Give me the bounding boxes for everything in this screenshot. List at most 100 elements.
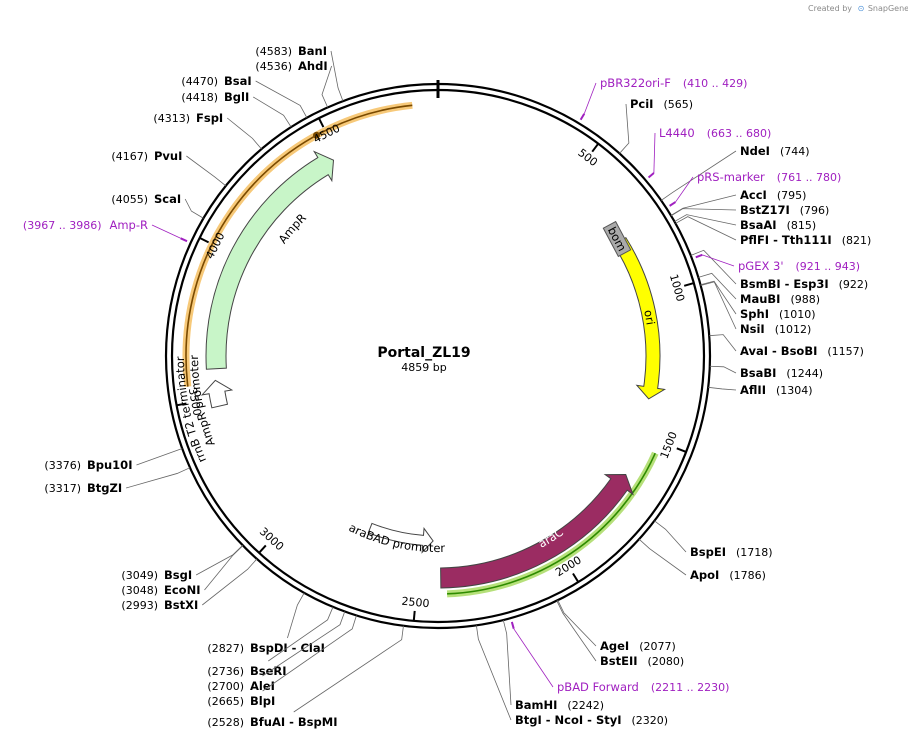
enzyme-name: BseRI <box>250 664 287 678</box>
feature-ampr-promoter[interactable] <box>200 379 234 409</box>
enzyme-position: (1010) <box>779 308 816 321</box>
restriction-site-pflfi-tth111i[interactable]: PflFI - Tth111I(821) <box>675 216 871 247</box>
enzyme-leader-line <box>126 467 191 489</box>
primer-name: pGEX 3' <box>738 259 784 273</box>
enzyme-name: BglI <box>224 90 249 104</box>
restriction-site-btgzi[interactable]: BtgZI(3317) <box>44 467 191 495</box>
restriction-site-bsai[interactable]: BsaI(4470) <box>181 74 308 118</box>
primer-range: (921 .. 943) <box>796 260 861 273</box>
primer-prs-marker[interactable]: pRS-marker(761 .. 780) <box>669 170 842 207</box>
restriction-site-bfuai-bspmi[interactable]: BfuAI - BspMI (2528) <box>207 625 404 729</box>
enzyme-position: (3376) <box>44 459 81 472</box>
enzyme-name: FspI <box>196 111 223 125</box>
restriction-site-avai-bsobi[interactable]: AvaI - BsoBI(1157) <box>709 334 864 358</box>
enzyme-position: (4418) <box>181 91 218 104</box>
enzyme-name: BsaI <box>224 74 252 88</box>
restriction-site-econi[interactable]: EcoNI(3048) <box>121 545 244 597</box>
restriction-site-blpi[interactable]: BlpI(2665) <box>207 615 357 708</box>
enzyme-leader-line <box>136 448 183 466</box>
enzyme-leader-line <box>557 600 597 647</box>
enzyme-position: (4055) <box>111 193 148 206</box>
restriction-site-bstz17i[interactable]: BstZ17I(796) <box>670 203 830 217</box>
restriction-site-bsaai[interactable]: BsaAI(815) <box>674 214 816 232</box>
primer-leader-line <box>675 176 694 203</box>
enzyme-name: BanI <box>298 44 327 58</box>
restriction-site-bspdi-clai[interactable]: BspDI - ClaI(2827) <box>207 592 325 655</box>
restriction-site-alei[interactable]: AleI(2700) <box>207 611 346 693</box>
enzyme-position: (1304) <box>776 384 813 397</box>
enzyme-leader-line <box>708 386 737 391</box>
enzyme-name: BlpI <box>250 694 275 708</box>
restriction-site-bstxi[interactable]: BstXI(2993) <box>121 558 258 612</box>
restriction-site-btgi-ncoi-styi[interactable]: BtgI - NcoI - StyI(2320) <box>475 625 668 727</box>
enzyme-position: (2736) <box>207 665 244 678</box>
restriction-site-bsgi[interactable]: BsgI(3049) <box>121 545 243 582</box>
restriction-site-ahdi[interactable]: AhdI(4536) <box>255 59 332 108</box>
restriction-site-apoi[interactable]: ApoI(1786) <box>638 538 766 582</box>
feature-ampr[interactable] <box>205 150 335 370</box>
restriction-site-pvui[interactable]: PvuI(4167) <box>111 149 227 187</box>
enzyme-position: (796) <box>800 204 830 217</box>
enzyme-name: BstXI <box>164 598 198 612</box>
tick-mark <box>683 282 695 287</box>
restriction-site-bseri[interactable]: BseRI (2736) <box>207 606 334 678</box>
enzyme-leader-line <box>619 103 630 154</box>
restriction-site-sphi[interactable]: SphI(1010) <box>700 280 816 321</box>
enzyme-name: AleI <box>250 679 275 693</box>
restriction-site-fspi[interactable]: FspI(4313) <box>153 111 262 150</box>
primer-bind-mark <box>647 172 655 179</box>
restriction-site-nsii[interactable]: NsiI(1012) <box>700 281 812 336</box>
primer-pgex-3[interactable]: pGEX 3' (921 .. 943) <box>695 253 861 273</box>
tick-mark <box>318 117 325 128</box>
restriction-site-aflii[interactable]: AflII (1304) <box>708 383 813 397</box>
restriction-site-acci[interactable]: AccI(795) <box>670 188 807 216</box>
restriction-site-bspei[interactable]: BspEI(1718) <box>654 520 773 559</box>
tick-mark <box>572 572 580 583</box>
primer-leader-line <box>513 628 554 688</box>
enzyme-name: NsiI <box>740 322 765 336</box>
tick-mark <box>412 610 416 621</box>
restriction-site-bsmbi-esp3i[interactable]: BsmBI - Esp3I(922) <box>690 249 868 291</box>
restriction-site-bani[interactable]: BanI(4583) <box>255 44 344 102</box>
enzyme-name: BspEI <box>690 545 726 559</box>
tick-label: 4000 <box>203 230 227 261</box>
feature-label-path-text: ori <box>641 309 657 326</box>
enzyme-position: (988) <box>790 293 820 306</box>
primer-l4440[interactable]: L4440(663 .. 680) <box>647 126 772 179</box>
enzyme-name: Bpu10I <box>87 458 132 472</box>
primer-amp-r[interactable]: Amp-R(3967 .. 3986) <box>23 218 188 243</box>
enzyme-leader-line <box>255 80 308 118</box>
plasmid-name: Portal_ZL19 <box>377 345 470 361</box>
primer-leader-line <box>653 132 656 174</box>
restriction-site-bgli[interactable]: BglI (4418) <box>181 90 292 128</box>
restriction-site-bpu10i[interactable]: Bpu10I (3376) <box>44 448 183 472</box>
bom-box <box>602 220 632 258</box>
feature-arabad-promoter[interactable] <box>367 522 434 554</box>
restriction-site-scai[interactable]: ScaI(4055) <box>111 192 204 219</box>
enzyme-position: (565) <box>663 98 693 111</box>
restriction-site-ndei[interactable]: NdeI(744) <box>660 144 810 201</box>
enzyme-leader-line <box>321 65 332 108</box>
restriction-site-bsteii[interactable]: BstEII(2080) <box>556 600 684 668</box>
enzyme-position: (1244) <box>786 367 823 380</box>
enzyme-leader-line <box>700 281 737 330</box>
enzyme-name: BfuAI - BspMI <box>250 715 337 729</box>
enzyme-name: AccI <box>740 188 767 202</box>
restriction-site-bsabi[interactable]: BsaBI(1244) <box>709 365 823 380</box>
restriction-site-pcii[interactable]: PciI(565) <box>619 97 694 154</box>
enzyme-name: BstEII <box>600 654 638 668</box>
enzyme-name: NdeI <box>740 144 770 158</box>
enzyme-name: AflII <box>740 383 766 397</box>
tick-mark <box>676 447 687 453</box>
restriction-site-maubi[interactable]: MauBI(988) <box>698 272 820 306</box>
feature-arac[interactable] <box>440 473 634 589</box>
enzyme-position: (2528) <box>207 716 244 729</box>
primer-pbr322ori-f[interactable]: pBR322ori-F(410 .. 429) <box>579 76 748 121</box>
plasmid-backbone <box>164 80 712 630</box>
feature-ori[interactable] <box>613 236 667 400</box>
primer-pbad-forward[interactable]: pBAD Forward(2211 .. 2230) <box>510 621 730 694</box>
restriction-site-agei[interactable]: AgeI(2077) <box>557 600 676 653</box>
primer-bind-mark <box>510 621 515 629</box>
restriction-site-bamhi[interactable]: BamHI(2242) <box>502 619 604 712</box>
primer-leader-line <box>151 224 181 239</box>
